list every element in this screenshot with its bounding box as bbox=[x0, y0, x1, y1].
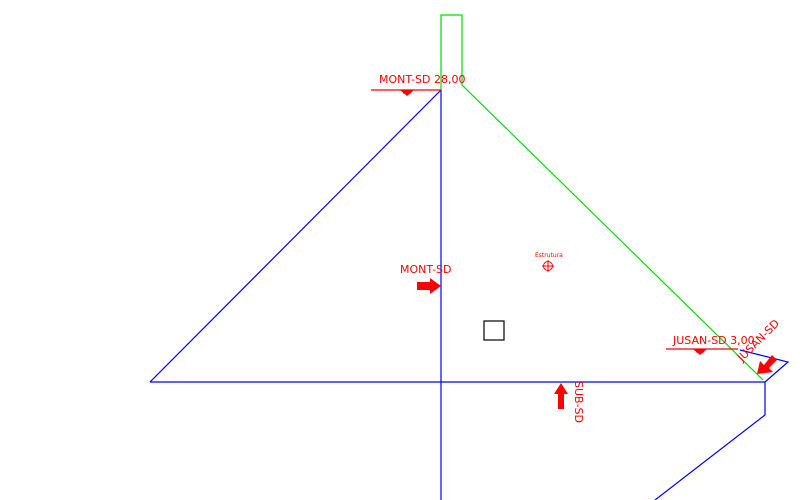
structure-point-label: Estrutura bbox=[535, 252, 563, 259]
upstream-pressure-label: MONT-SD bbox=[400, 263, 452, 276]
dam-outline bbox=[440, 14, 764, 381]
upstream-pressure-slope bbox=[149, 89, 442, 383]
uplift-label: SUB-SD bbox=[572, 381, 585, 423]
downstream-toe bbox=[654, 382, 766, 500]
downstream-level-marker: JUSAN-SD 3,00 bbox=[666, 334, 755, 355]
arrow-down-left-icon bbox=[757, 355, 777, 374]
structure-point: Estrutura bbox=[535, 252, 563, 272]
uplift-load: SUB-SD bbox=[554, 381, 585, 423]
downstream-level-label: JUSAN-SD 3,00 bbox=[672, 334, 755, 347]
arrow-up-icon bbox=[554, 383, 568, 409]
square-marker bbox=[483, 320, 505, 341]
upstream-level-marker: MONT-SD 28,00 bbox=[371, 73, 466, 96]
upstream-level-label: MONT-SD 28,00 bbox=[379, 73, 466, 86]
load-diagram bbox=[149, 89, 790, 500]
downstream-wedge bbox=[739, 349, 790, 383]
arrow-right-icon bbox=[417, 278, 441, 294]
upstream-pressure-load: MONT-SD bbox=[400, 263, 452, 294]
